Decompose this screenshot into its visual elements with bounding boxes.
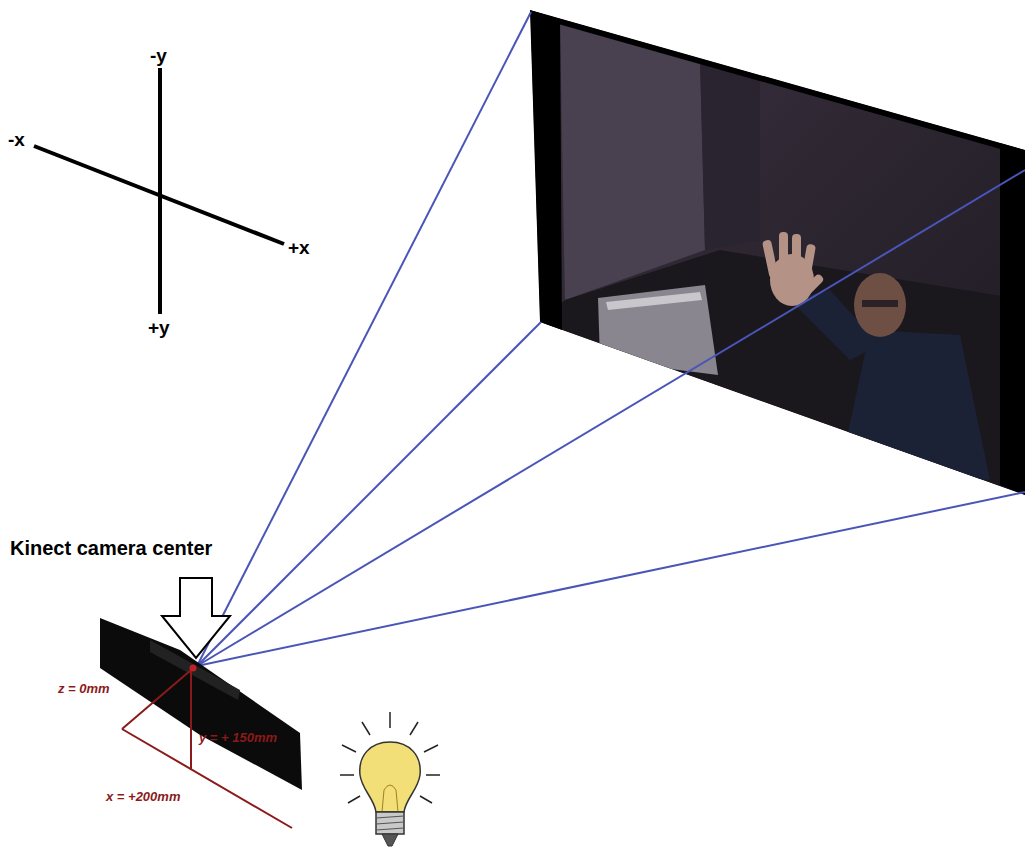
dimension-label: x = +200mm <box>106 790 180 804</box>
camera-center-dot <box>190 665 197 672</box>
floor-shadow <box>540 250 1025 495</box>
top-border <box>530 10 1025 156</box>
y-axis <box>158 68 162 314</box>
axis-label: -y <box>150 46 167 67</box>
light-bulb <box>340 712 440 846</box>
desk-item <box>598 285 718 375</box>
wall <box>560 20 705 300</box>
axis-label: -x <box>8 130 25 151</box>
view-frustum <box>197 12 1025 666</box>
x-axis <box>34 146 284 244</box>
doorway <box>700 60 760 250</box>
glasses <box>862 300 898 307</box>
pointer-arrow <box>162 578 230 658</box>
camera-image <box>520 0 1025 500</box>
person-head <box>854 273 906 337</box>
dimension-label: z = 0mm <box>58 682 110 696</box>
right-border <box>1000 143 1025 495</box>
dimension-lines <box>122 670 292 828</box>
kinect-sensor <box>100 618 302 790</box>
dimension-label: y = + 150mm <box>199 731 277 745</box>
kinect-detail <box>150 640 240 700</box>
callout-title: Kinect camera center <box>10 537 212 559</box>
axis-label: +y <box>148 318 170 339</box>
left-border <box>530 10 562 331</box>
desk-item-edge <box>606 292 702 310</box>
room-background <box>520 0 1025 500</box>
axis-label: +x <box>288 238 310 259</box>
